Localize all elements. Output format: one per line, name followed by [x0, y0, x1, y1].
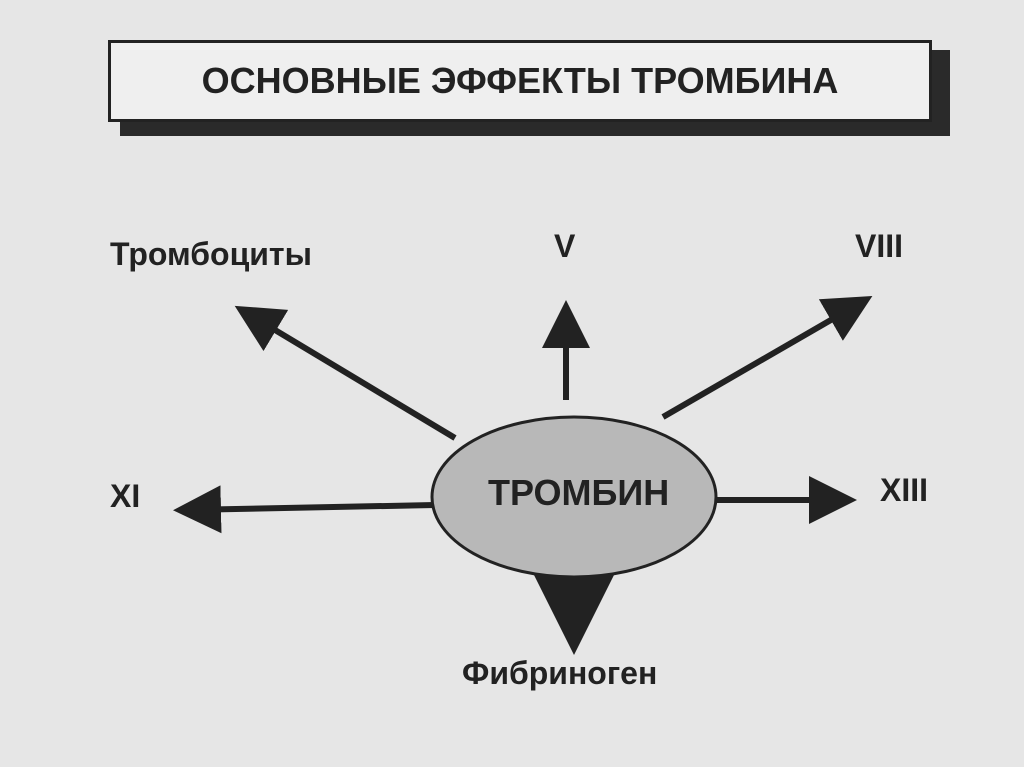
thrombin-label: ТРОМБИН: [488, 472, 670, 513]
label-xiii: XIII: [880, 472, 929, 508]
diagram-title: ОСНОВНЫЕ ЭФФЕКТЫ ТРОМБИНА: [108, 40, 932, 122]
label-xi: XI: [110, 478, 141, 514]
arrow-viii: [661, 295, 873, 420]
label-fibrinogen: Фибриноген: [462, 655, 658, 691]
thrombin-node: [430, 415, 718, 579]
label-platelets: Тромбоциты: [110, 236, 312, 272]
label-v: V: [554, 228, 576, 264]
arrow-platelets: [234, 305, 457, 441]
arrow-xi: [173, 485, 436, 534]
label-viii: VIII: [855, 228, 904, 264]
